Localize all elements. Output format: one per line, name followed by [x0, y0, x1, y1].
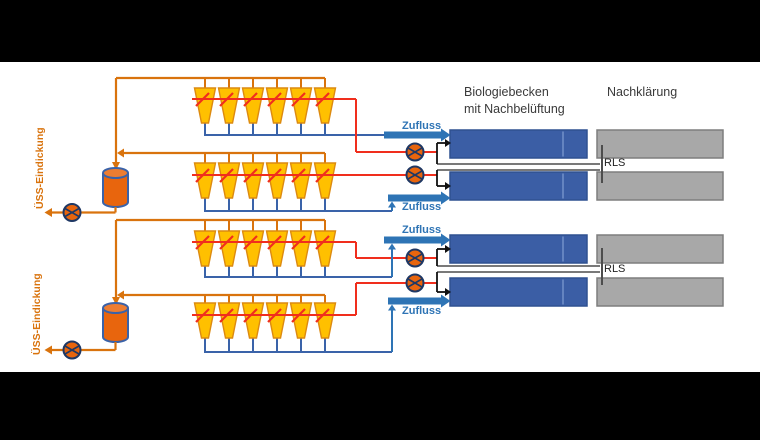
title-biology-line1: Biologiebecken — [464, 85, 549, 99]
label-rls-2: RLS — [604, 263, 626, 275]
letterbox-top — [0, 0, 760, 62]
title-biology-line2: mit Nachbelüftung — [464, 101, 565, 116]
label-zufluss-2: Zufluss — [402, 201, 442, 213]
label-rls-1: RLS — [604, 157, 626, 169]
label-zufluss-3: Zufluss — [402, 224, 442, 236]
title-clarifier: Nachklärung — [607, 85, 678, 99]
label-uess-2: ÜSS-Eindickung — [31, 273, 43, 355]
label-zufluss-1: Zufluss — [402, 120, 442, 132]
letterbox-bottom — [0, 372, 760, 440]
title-biology-basin: Biologiebecken mit Nachbelüftung — [464, 84, 565, 117]
label-zufluss-4: Zufluss — [402, 305, 442, 317]
label-uess-1: ÜSS-Eindickung — [34, 127, 46, 209]
